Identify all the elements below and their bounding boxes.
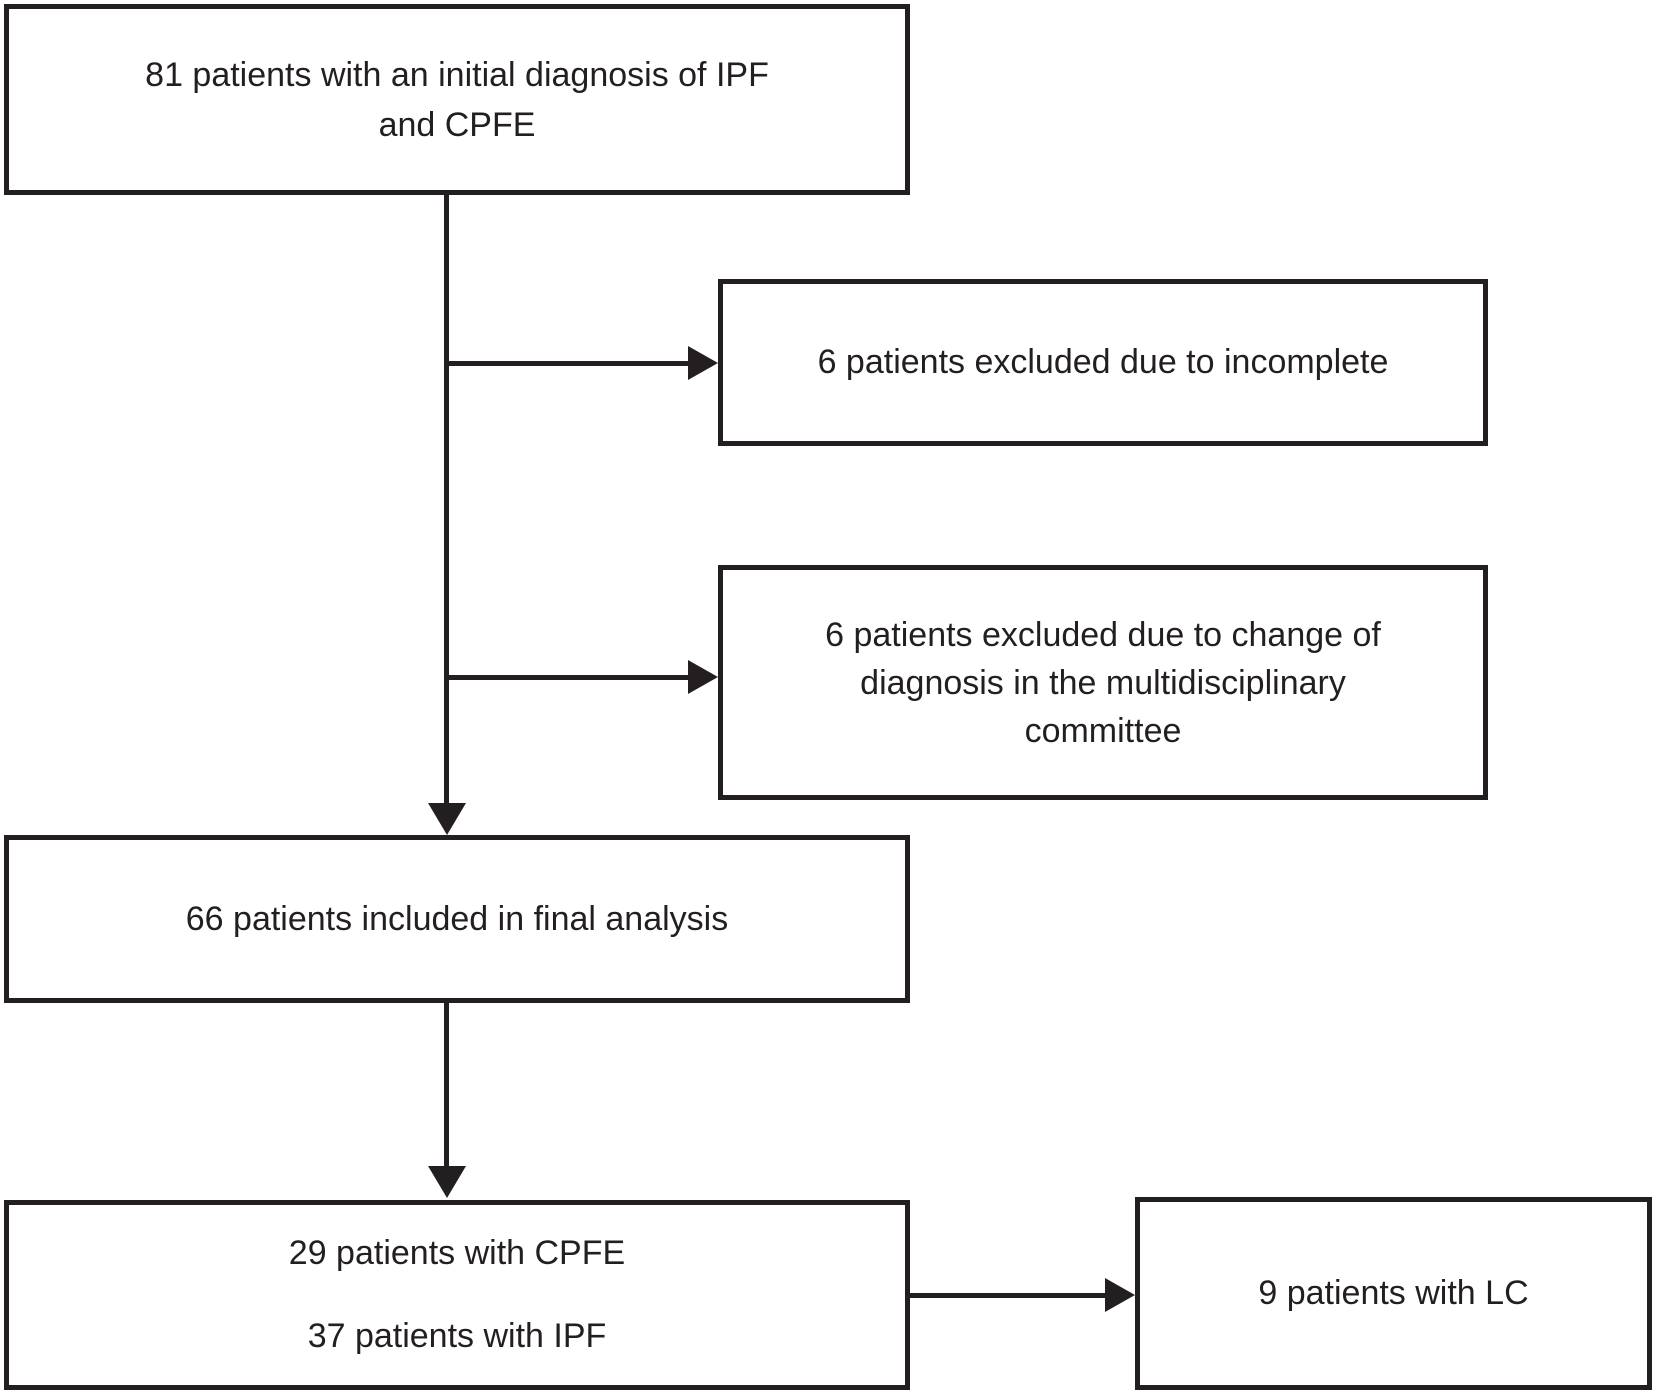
arrowhead-right-icon [688,660,718,694]
flow-box-final-analysis: 66 patients included in final analysis [4,835,910,1003]
flow-box-text-line: 81 patients with an initial diagnosis of… [145,55,769,94]
arrowhead-down-icon [428,1166,466,1198]
flow-box-cohort-split: 29 patients with CPFE 37 patients with I… [4,1200,910,1390]
flow-box-text-line: 37 patients with IPF [307,1317,607,1355]
flow-box-text-line: diagnosis in the multidisciplinary [860,663,1346,702]
lc-connector-line [908,1293,1108,1298]
flow-box-text-line: 66 patients included in final analysis [185,899,729,938]
arrowhead-right-icon [1105,1278,1135,1312]
drop-connector-line [444,1003,449,1169]
flow-box-excluded-diagnosis-change: 6 patients excluded due to change of dia… [718,565,1488,800]
flow-box-text-line: 6 patients excluded due to incomplete [817,343,1389,381]
flow-box-text-line: committee [1024,711,1182,750]
branch-connector-line-incomplete [447,361,692,366]
arrowhead-right-icon [688,346,718,380]
branch-connector-line-change [447,675,692,680]
flow-box-excluded-incomplete: 6 patients excluded due to incomplete [718,279,1488,446]
flow-box-text-line: 9 patients with LC [1258,1274,1529,1312]
flow-box-text-line: and CPFE [378,105,536,144]
flow-box-text-line: 29 patients with CPFE [288,1234,626,1272]
spine-connector-line [444,195,449,809]
flow-box-lung-cancer: 9 patients with LC [1135,1197,1652,1390]
arrowhead-down-icon [428,803,466,835]
flow-box-initial-diagnosis: 81 patients with an initial diagnosis of… [4,4,910,195]
flow-box-text-line: 6 patients excluded due to change of [825,615,1381,654]
